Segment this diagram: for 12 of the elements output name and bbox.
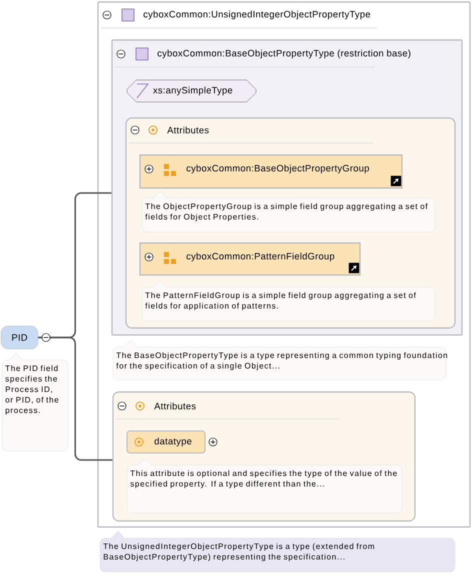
attribute-box: datatype — [126, 430, 206, 454]
group-box: cyboxCommon:BaseObjectPropertyGroup — [139, 154, 403, 189]
description-callout: The ObjectPropertyGroup is a simple field group aggregating a set of fields for Object Properties. — [142, 190, 436, 232]
element-box: PID — [0, 326, 38, 350]
description-callout: The BaseObjectPropertyType is a type representing a common typing foundation for the specification of a single Object... — [112, 340, 448, 380]
description-callout: The PID field specifies the Process ID, or PID, of the process. — [2, 352, 68, 452]
simple-type-box: xs:anySimpleType — [126, 80, 256, 102]
description-callout: The UnsignedIntegerObjectPropertyType is a type (extended from BaseObjectPropertyType) representing the specification... — [100, 530, 456, 572]
connector-line — [38, 336, 112, 461]
description-callout: The PatternFieldGroup is a simple field group aggregating a set of fields for application of patterns. — [142, 280, 436, 322]
description-callout: This attribute is optional and specifies the type of the value of the specified property. If a type different than the... — [126, 458, 402, 514]
group-box: cyboxCommon:PatternFieldGroup — [139, 242, 361, 276]
